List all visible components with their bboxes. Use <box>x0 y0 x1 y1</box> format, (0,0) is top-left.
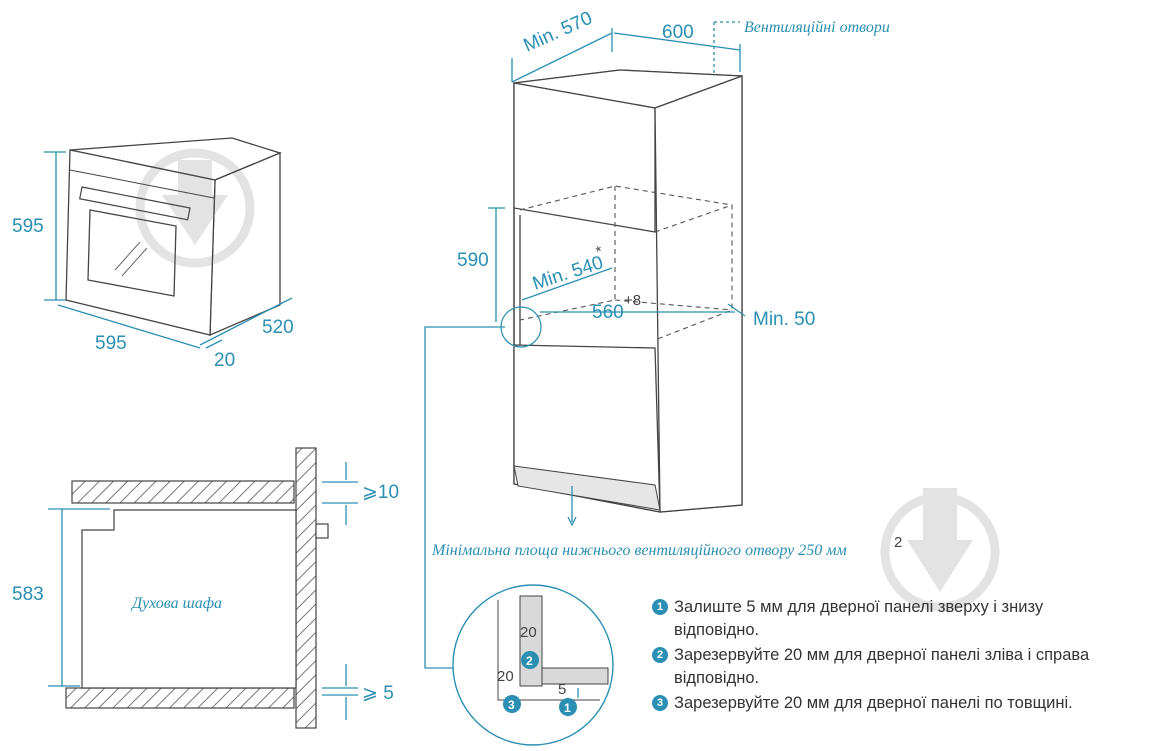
section-gap-top-label: ⩾10 <box>362 482 399 503</box>
note-item: 1 Залиште 5 мм для дверної панелі зверху… <box>652 596 1132 642</box>
detail-20-left: 20 <box>497 668 514 685</box>
vent-label: Вентиляційні отвори <box>744 19 890 36</box>
note-item: 2 Зарезервуйте 20 мм для дверної панелі … <box>652 644 1132 690</box>
detail-20-top: 20 <box>520 624 537 641</box>
watermark-icon <box>880 488 1000 612</box>
oven-drawing <box>65 137 282 336</box>
section-height-label: 583 <box>12 584 44 605</box>
h590-label: 590 <box>457 250 489 271</box>
note-text: Зарезервуйте 20 мм для дверної панелі зл… <box>674 646 1090 687</box>
w560-label: 560 <box>592 302 624 323</box>
detail-badge-3: 3 <box>508 698 515 712</box>
min540-sup: * <box>594 243 605 261</box>
detail-5: 5 <box>558 681 566 698</box>
notes-list: 1 Залиште 5 мм для дверної панелі зверху… <box>652 596 1132 717</box>
oven-width-label: 595 <box>95 333 127 354</box>
cabinet-label: Духова шафа <box>130 595 222 612</box>
note-badge: 2 <box>652 647 668 663</box>
min50-label: Min. 50 <box>753 309 815 330</box>
cabinet-column <box>513 69 743 513</box>
w560-sup: +8 <box>624 292 641 309</box>
detail-circle: 20 20 5 2 3 1 <box>452 584 614 746</box>
note-badge: 3 <box>652 695 668 711</box>
watermark-icon <box>135 148 255 268</box>
bottom-vent-label: Мінімальна площа нижнього вентиляційного… <box>431 542 847 559</box>
section-gap-bottom-label: ⩾ 5 <box>362 683 394 704</box>
min570-label: Min. 570 <box>520 8 595 57</box>
oven-panel-label: 20 <box>214 350 235 371</box>
w600-label: 600 <box>662 22 694 43</box>
detail-badge-1: 1 <box>564 701 571 715</box>
note-text: Залиште 5 мм для дверної панелі зверху і… <box>674 598 1044 639</box>
oven-height-label: 595 <box>12 216 44 237</box>
note-badge: 1 <box>652 599 668 615</box>
oven-depth-label: 520 <box>262 317 294 338</box>
bottom-vent-sup: 2 <box>894 534 902 551</box>
section-dimensions: ⩾10 583 Духова шафа ⩾ 5 <box>12 462 399 720</box>
oven-dimensions: 595 595 520 20 <box>12 151 294 371</box>
section-drawing <box>65 447 329 729</box>
note-item: 3 Зарезервуйте 20 мм для дверної панелі … <box>652 692 1132 715</box>
detail-badge-2: 2 <box>526 654 533 668</box>
note-text: Зарезервуйте 20 мм для дверної панелі по… <box>674 694 1073 712</box>
